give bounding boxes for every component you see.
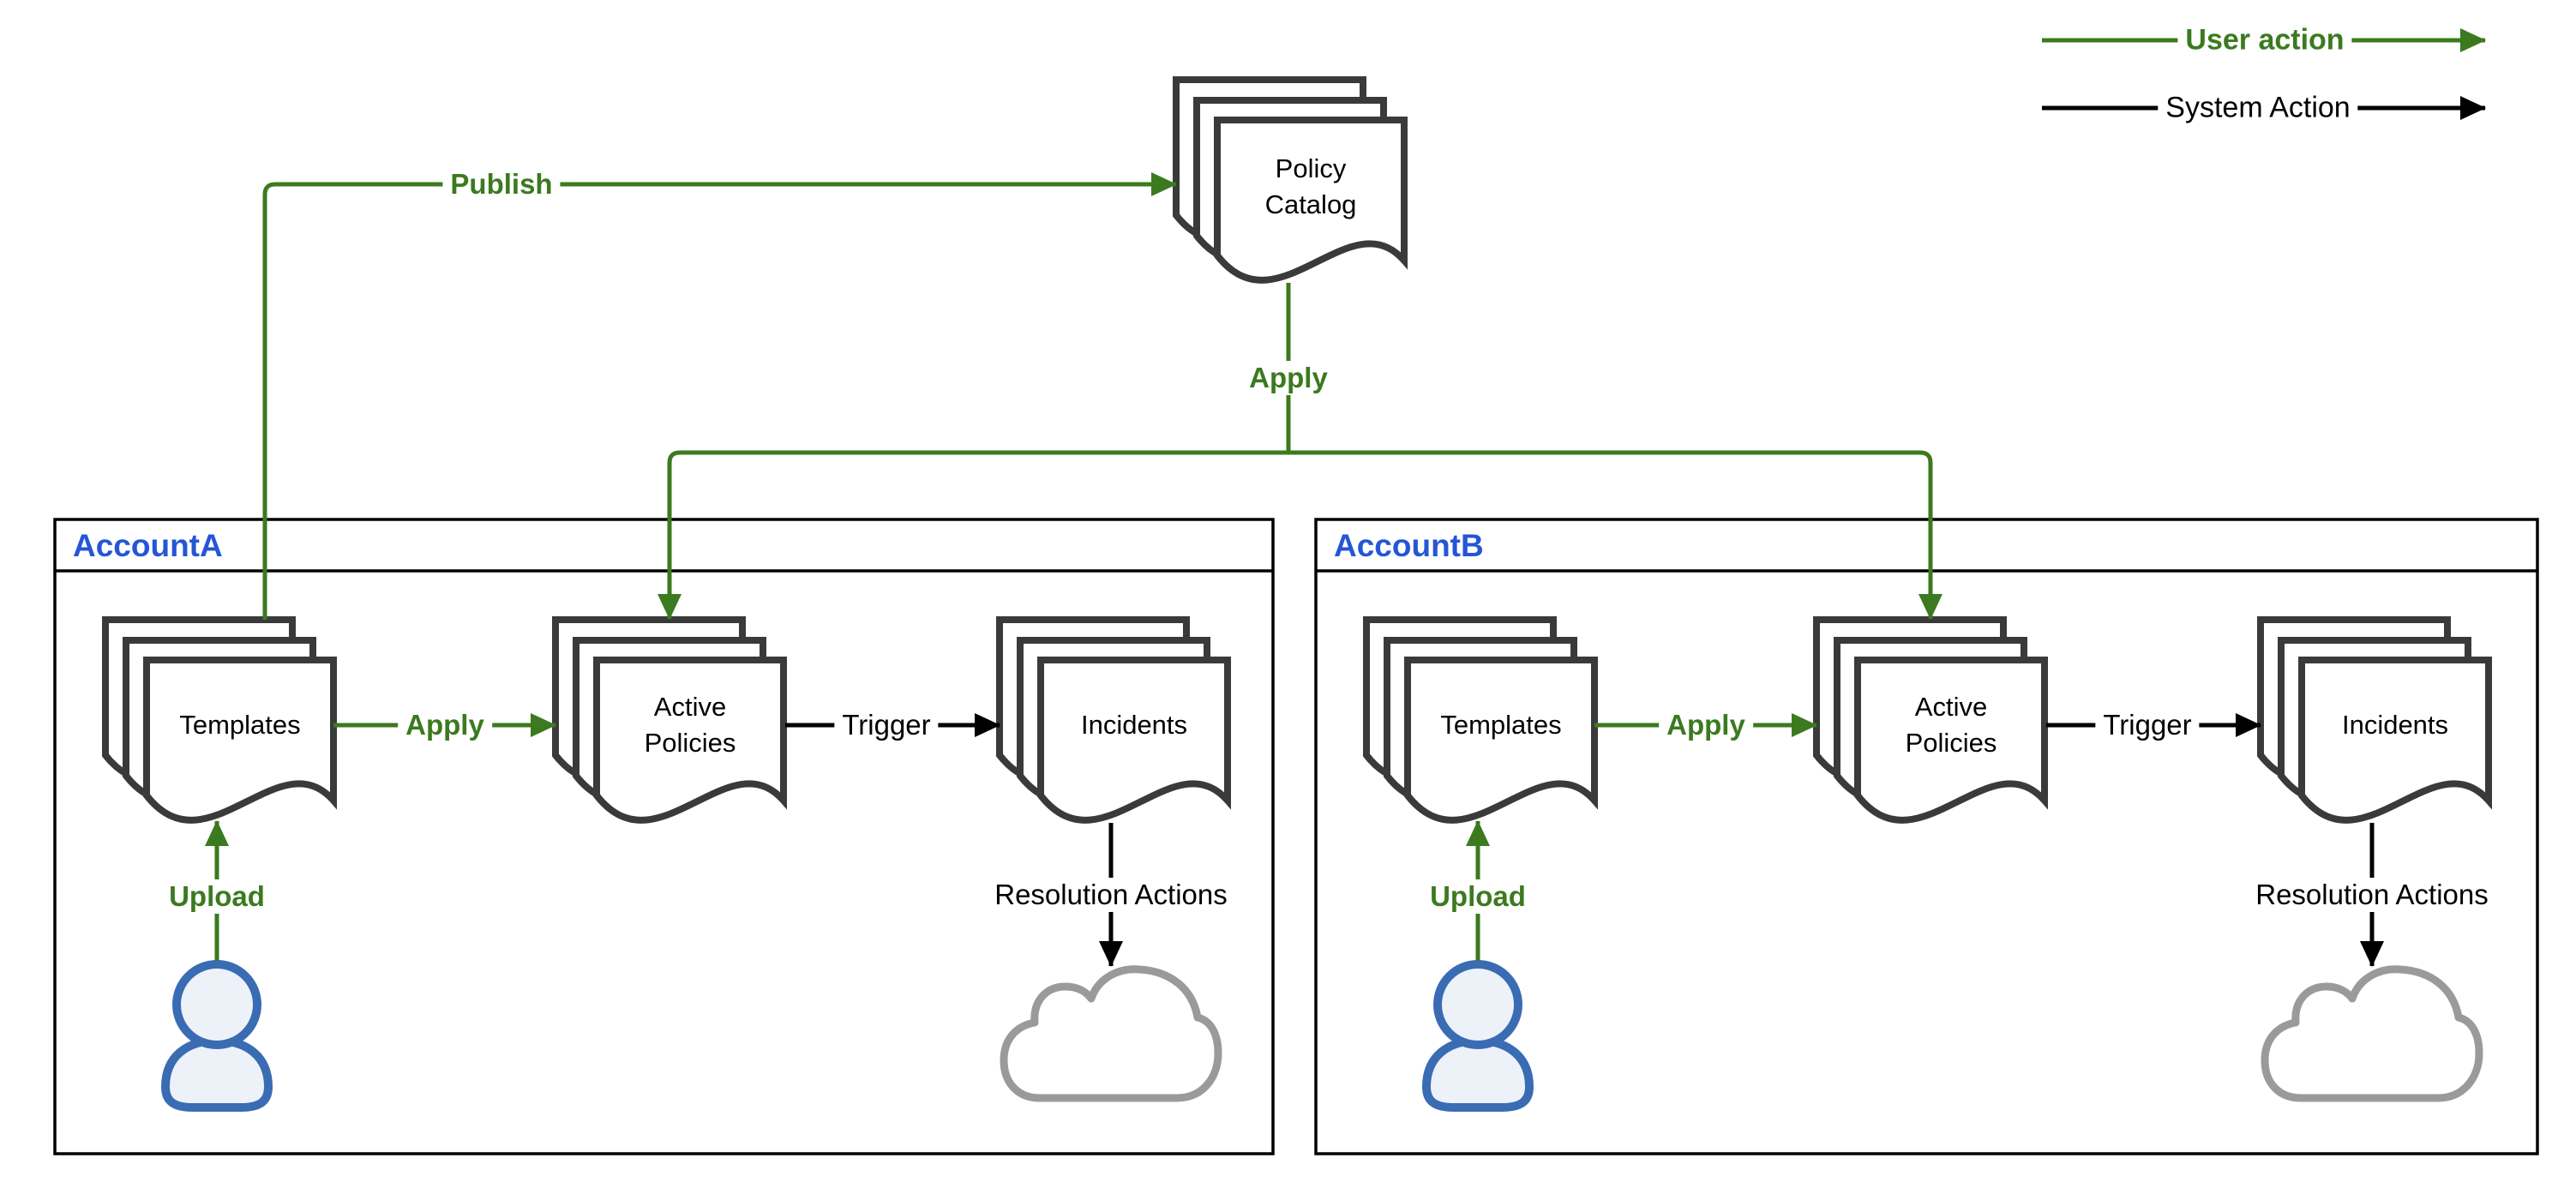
policy-catalog-label: Policy Catalog	[1265, 151, 1357, 223]
active-policies-a-label-line1: Active	[653, 692, 727, 722]
templates-a-label: Templates	[179, 710, 301, 740]
trigger-b-edge-label: Trigger	[2095, 708, 2200, 742]
trigger-a-edge-label: Trigger	[834, 708, 939, 742]
cloud-b-icon	[2265, 969, 2479, 1098]
apply-branch-b-arrow	[1288, 450, 1943, 620]
resolution-actions-b-edge-label: Resolution Actions	[2248, 878, 2496, 912]
active-policies-b-label-line2: Policies	[1905, 728, 1997, 758]
policy-catalog-label-line1: Policy	[1275, 153, 1347, 183]
apply-catalog-edge-label: Apply	[1241, 361, 1336, 395]
active-policies-a-label: Active Policies	[645, 689, 736, 761]
account-b-title: AccountB	[1334, 528, 1484, 563]
publish-edge-label: Publish	[442, 167, 561, 201]
publish-arrow	[262, 172, 1177, 620]
active-policies-a-label-line2: Policies	[644, 728, 736, 758]
account-a-box	[53, 518, 1275, 1155]
upload-b-edge-label: Upload	[1422, 879, 1534, 914]
policy-catalog-label-line2: Catalog	[1264, 189, 1357, 219]
apply-branch-a-arrow	[658, 450, 1288, 620]
legend-system-action-label: System Action	[2158, 90, 2358, 126]
active-policies-b-label: Active Policies	[1906, 689, 1997, 761]
resolution-actions-a-edge-label: Resolution Actions	[987, 878, 1235, 912]
user-b-person-icon	[1426, 964, 1529, 1107]
templates-b-label: Templates	[1440, 710, 1562, 740]
account-b-box	[1314, 518, 2539, 1155]
legend-user-action-label: User action	[2177, 22, 2352, 58]
upload-a-edge-label: Upload	[161, 879, 273, 914]
incidents-a-label: Incidents	[1080, 710, 1188, 740]
incidents-b-label: Incidents	[2341, 710, 2449, 740]
active-policies-b-label-line1: Active	[1914, 692, 1988, 722]
user-a-person-icon	[165, 964, 268, 1107]
apply-b-edge-label: Apply	[1659, 708, 1753, 742]
account-a-title: AccountA	[73, 528, 223, 563]
apply-a-edge-label: Apply	[398, 708, 492, 742]
cloud-a-icon	[1004, 969, 1218, 1098]
